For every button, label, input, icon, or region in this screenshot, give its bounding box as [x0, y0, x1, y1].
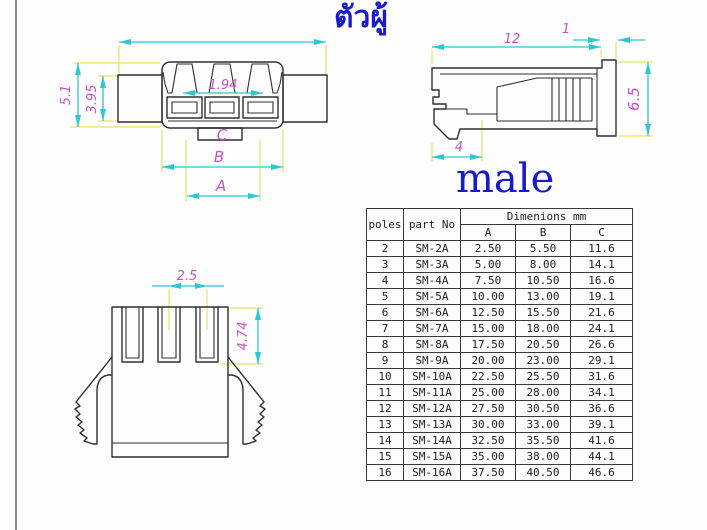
dim-label-12: 12	[504, 32, 521, 47]
col-header-part-no: part No	[403, 208, 461, 241]
col-header-a: A	[460, 224, 516, 241]
dim-label-3-95: 3.95	[85, 85, 100, 114]
right-serrated-wing	[227, 356, 266, 445]
dim-label-5-1: 5.1	[59, 85, 74, 106]
top-view-body	[74, 306, 266, 458]
left-wing	[117, 74, 163, 123]
col-header-dimensions: Dimenions mm	[460, 208, 633, 225]
side-view-body	[431, 59, 617, 140]
page-title-male: male	[456, 156, 555, 202]
dim-label-1-94: 1.94	[209, 78, 238, 93]
dim-label-1: 1	[562, 22, 570, 37]
col-header-b: B	[515, 224, 571, 241]
side-view-extension-lines	[431, 42, 653, 161]
right-wing	[282, 74, 328, 123]
dim-label-4: 4	[455, 140, 463, 155]
dim-label-b: B	[214, 148, 224, 166]
dim-label-4-74: 4.74	[236, 322, 251, 351]
front-view-drawing: 5.1 3.95 1.94 C B A	[59, 39, 328, 201]
pin-slots	[166, 96, 279, 119]
page-left-border	[15, 0, 17, 530]
col-header-poles: poles	[366, 208, 404, 241]
front-view-extension-lines	[70, 45, 327, 201]
left-serrated-wing	[74, 356, 113, 445]
page-title-thai: ตัวผู้	[334, 0, 388, 35]
dim-label-6-5: 6.5	[625, 87, 643, 111]
top-view-drawing: 2.5 4.74	[74, 269, 266, 458]
side-view-drawing: 12 1 6.5 4	[431, 22, 653, 161]
dim-label-a: A	[215, 177, 226, 195]
side-view-dimensions: 12 1 6.5 4	[432, 22, 651, 160]
front-view-dimensions: 5.1 3.95 1.94 C B A	[59, 39, 326, 199]
dim-label-c: C	[217, 126, 228, 144]
front-view-body	[117, 61, 328, 141]
col-header-c: C	[570, 224, 633, 241]
top-view-dimensions: 2.5 4.74	[152, 269, 261, 364]
barrel-hatch-lines	[551, 78, 581, 121]
dim-label-2-5: 2.5	[177, 269, 198, 284]
bottom-tab	[197, 127, 243, 141]
